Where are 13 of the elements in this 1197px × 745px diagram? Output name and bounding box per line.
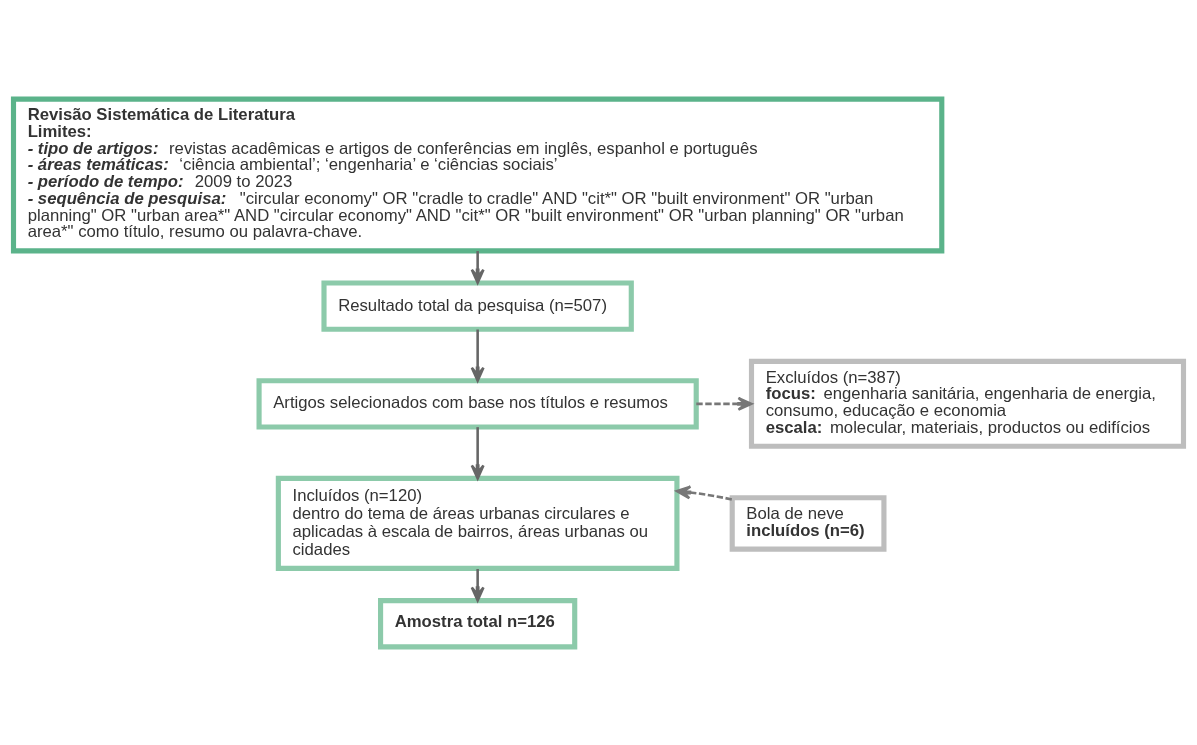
- node-box: Incluídos (n=120) dentro do tema de áreas urbanas circulares e aplicadas à escala de bairros, áreas urbanas ou cidades: [275, 475, 680, 571]
- arrow: [470, 568, 485, 602]
- node-box: Excluídos (n=387) focus: engenharia sanitária, engenharia de energia, consumo, educação e economia escala: molecular, materiais, productos ou edifícios: [748, 358, 1187, 449]
- node-box: Artigos selecionados com base nos títulos e resumos: [256, 377, 699, 430]
- arrow: [675, 484, 733, 501]
- arrow: [470, 426, 485, 480]
- node-box: Resultado total da pesquisa (n=507): [321, 279, 634, 332]
- node-box: Bola de neve incluídos (n=6): [729, 494, 887, 552]
- arrow: [696, 396, 753, 411]
- arrow: [470, 250, 485, 284]
- node-box: Revisão Sistemática de Literatura Limites: - tipo de artigos: revistas acadêmicas e artigos de conferências em inglês, espanhol e português - áreas temáticas: ‘ciência ambiental’; ‘engenharia’ e ‘ciências sociais’ - período de tempo: 2009 to 2023 - sequência de pesquisa: "circular economy" OR "cradle to cradle" AND "cit*" OR "built environment" OR "urban planning" OR "urban area*" AND "circular economy" AND "cit*" OR "built environment" OR "urban planning" OR "urban area*" como título, resumo ou palavra-chave.: [10, 96, 945, 253]
- node-box: Amostra total n=126: [378, 597, 578, 649]
- arrow: [470, 329, 485, 382]
